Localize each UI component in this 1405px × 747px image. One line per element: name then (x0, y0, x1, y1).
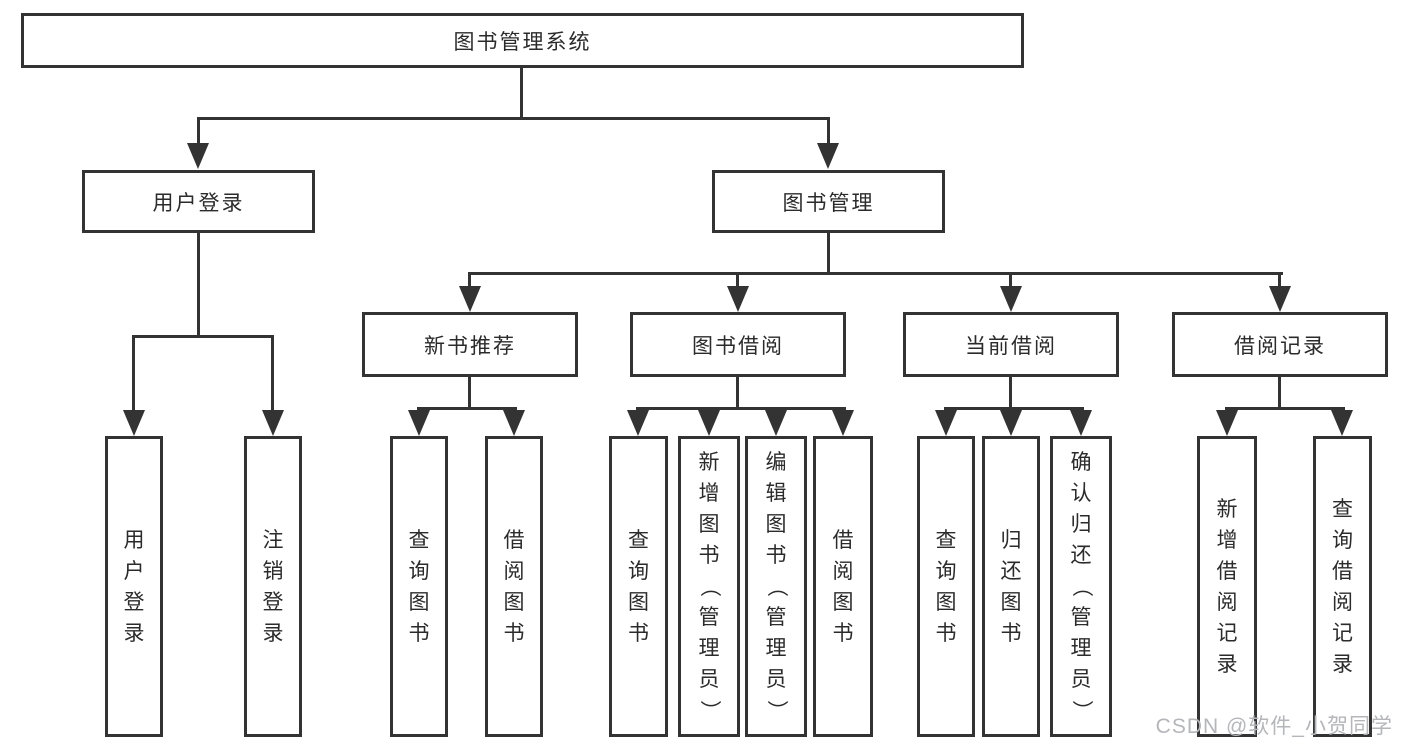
arrow-leaf (1070, 410, 1092, 436)
connector-book-borrowing-hbar (636, 407, 846, 410)
connector-drop-leaf-logout (271, 335, 274, 415)
node-book-management: 图书管理 (712, 170, 945, 233)
node-label: 借阅记录 (1234, 334, 1326, 358)
arrow-leaf-user-login (123, 410, 145, 436)
connector-drop-leaf-user-login (132, 335, 135, 415)
node-label: 当前借阅 (965, 334, 1057, 358)
connector-book-management-stem (827, 233, 830, 275)
connector-borrowing-records-stem (1278, 377, 1281, 410)
connector-current-borrowing-hbar (944, 407, 1084, 410)
node-label: 新书推荐 (424, 334, 516, 358)
node-library-management-system: 图书管理系统 (21, 13, 1024, 68)
leaf-logout: 注销登录 (244, 436, 302, 737)
node-label: 用户登录 (152, 191, 245, 215)
arrow-leaf-logout (262, 410, 284, 436)
leaf-add-books-admin: 新增图书（管理员） (678, 436, 740, 737)
csdn-watermark: CSDN @软件_小贺同学 (1155, 715, 1393, 738)
leaf-query-books-2: 查询图书 (609, 436, 668, 737)
connector-user-login-stem (197, 233, 200, 336)
arrow-book-borrowing (727, 286, 749, 312)
arrow-user-login (187, 143, 209, 169)
node-label: 图书管理 (782, 191, 875, 215)
connector-borrowing-records-hbar (1225, 407, 1345, 410)
connector-new-book-stem (468, 377, 471, 410)
connector-drop-book-borrowing (736, 272, 739, 290)
connector-level2-hbar (468, 272, 1283, 275)
node-borrowing-records: 借阅记录 (1172, 312, 1388, 377)
connector-drop-new-book (468, 272, 471, 290)
node-book-borrowing: 图书借阅 (630, 312, 846, 377)
connector-root-stem (520, 68, 523, 117)
arrow-leaf (1000, 410, 1022, 436)
arrow-borrowing-records (1269, 286, 1291, 312)
arrow-leaf (627, 410, 649, 436)
leaf-query-books-3: 查询图书 (917, 436, 975, 737)
connector-drop-current-borrowing (1009, 272, 1012, 290)
node-label: 图书管理系统 (453, 30, 592, 54)
node-user-login: 用户登录 (82, 170, 315, 233)
arrow-leaf (935, 410, 957, 436)
connector-book-borrowing-stem (736, 377, 739, 410)
arrow-leaf (408, 410, 430, 436)
leaf-edit-books-admin: 编辑图书（管理员） (745, 436, 807, 737)
arrow-leaf (1216, 410, 1238, 436)
leaf-borrow-books-2: 借阅图书 (813, 436, 873, 737)
node-current-borrowing: 当前借阅 (903, 312, 1119, 377)
arrow-leaf (1331, 410, 1353, 436)
leaf-query-books-1: 查询图书 (390, 436, 448, 737)
arrow-book-management (817, 143, 839, 169)
connector-drop-book-management (827, 117, 830, 147)
connector-new-book-hbar (417, 407, 517, 410)
leaf-borrow-books-1: 借阅图书 (485, 436, 543, 737)
leaf-confirm-return-admin: 确认归还（管理员） (1050, 436, 1112, 737)
connector-level1-hbar (197, 117, 830, 120)
node-label: 图书借阅 (692, 334, 784, 358)
arrow-current-borrowing (1000, 286, 1022, 312)
connector-current-borrowing-stem (1009, 377, 1012, 410)
connector-drop-user-login (197, 117, 200, 147)
connector-user-login-hbar (132, 335, 274, 338)
arrow-leaf (698, 410, 720, 436)
leaf-query-borrow-record: 查询借阅记录 (1313, 436, 1372, 737)
connector-drop-borrowing-records (1278, 272, 1281, 290)
leaf-return-books: 归还图书 (982, 436, 1040, 737)
leaf-user-login: 用户登录 (105, 436, 163, 737)
arrow-new-book (459, 286, 481, 312)
leaf-add-borrow-record: 新增借阅记录 (1197, 436, 1257, 737)
node-new-book-recommend: 新书推荐 (362, 312, 578, 377)
arrow-leaf (832, 410, 854, 436)
arrow-leaf (765, 410, 787, 436)
arrow-leaf (503, 410, 525, 436)
